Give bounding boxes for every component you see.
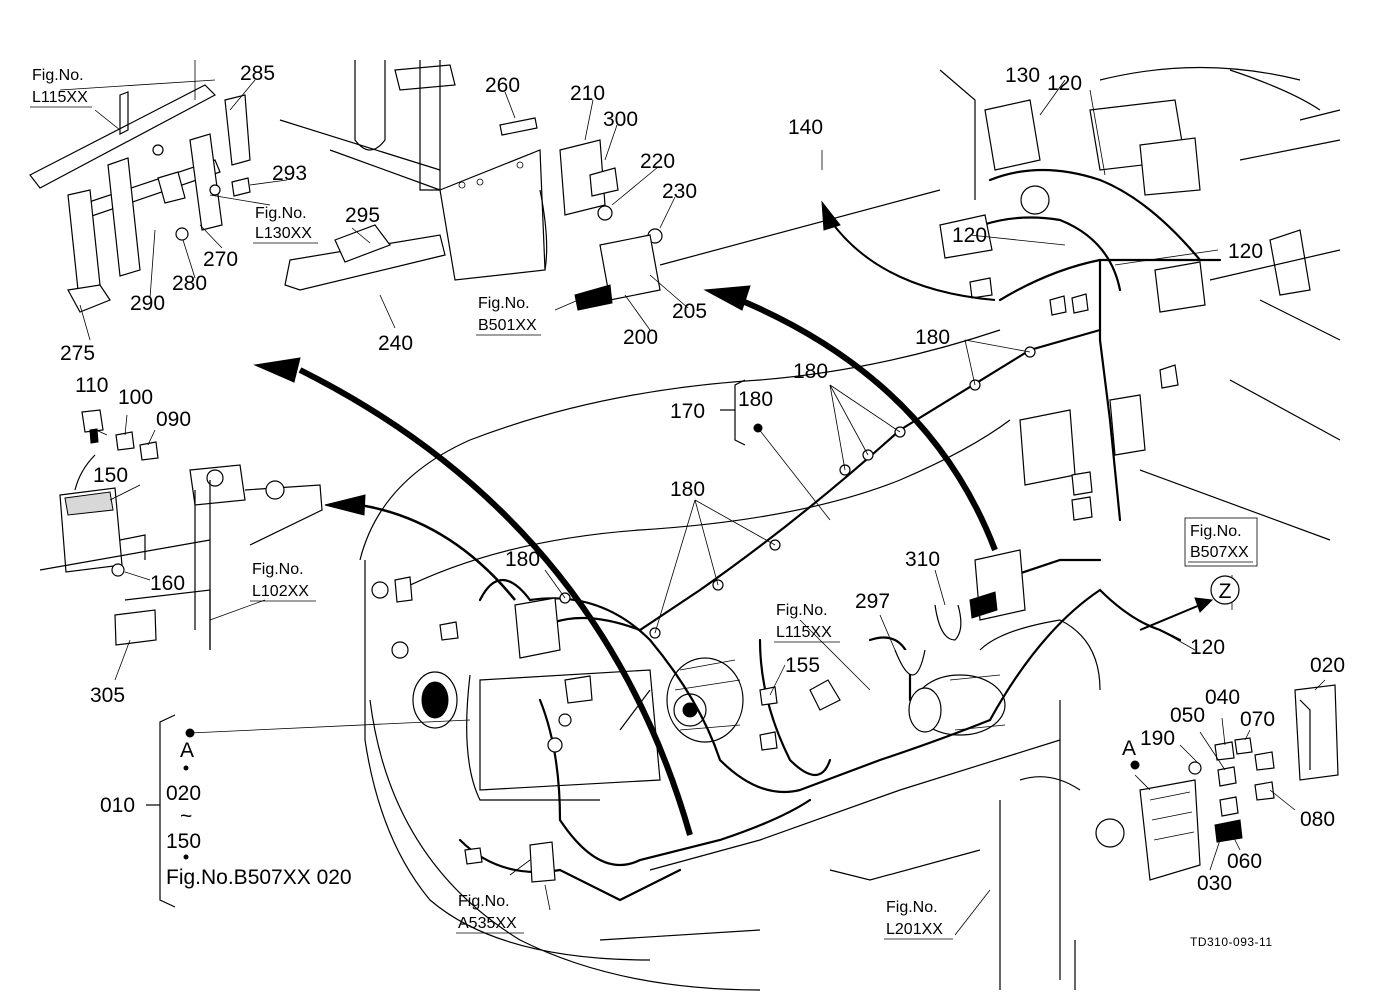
kit-note-line-5: Fig.No.B507XX 020 <box>166 866 352 889</box>
part-label-130: 130 <box>1005 64 1040 87</box>
part-label-040: 040 <box>1205 686 1240 709</box>
part-label-240: 240 <box>378 332 413 355</box>
fig-ref-prefix: Fig.No. <box>776 602 828 619</box>
kit-note-line-2: 020 <box>166 782 201 805</box>
part-label-295: 295 <box>345 204 380 227</box>
fig-ref-code: L115XX <box>32 89 88 106</box>
callout-z: Z <box>1210 575 1240 605</box>
fig-ref-code: L102XX <box>252 583 309 600</box>
callout-a-box: A <box>1122 737 1136 760</box>
figure-references: Fig.No. L115XX Fig.No. L130XX Fig.No. B5… <box>30 67 1258 940</box>
part-label-180-group: 180 <box>738 388 773 411</box>
drawing-code: TD310-093-11 <box>1190 935 1273 949</box>
fig-ref-code: L201XX <box>886 921 943 938</box>
fig-ref-code: L130XX <box>255 225 312 242</box>
part-label-160: 160 <box>150 572 185 595</box>
flow-arrows <box>253 189 1214 836</box>
fig-ref-prefix: Fig.No. <box>886 899 938 916</box>
part-label-300: 300 <box>603 108 638 131</box>
fig-ref-prefix: Fig.No. <box>32 67 84 84</box>
part-label-020: 020 <box>1310 654 1345 677</box>
kit-note-line-4: 150 <box>166 830 201 853</box>
fig-ref-code: B501XX <box>478 317 537 334</box>
part-label-260: 260 <box>485 74 520 97</box>
callout-z-letter: Z <box>1219 580 1232 603</box>
fig-ref-code: A535XX <box>458 915 517 932</box>
main-wire-harness <box>371 328 1182 902</box>
part-label-205: 205 <box>672 300 707 323</box>
part-label-230: 230 <box>662 180 697 203</box>
part-number-labels: 285 260 210 300 220 230 293 295 270 280 … <box>60 62 1345 895</box>
kit-note-line-1: A <box>180 739 194 762</box>
starter-motor <box>908 674 1006 736</box>
part-label-150: 150 <box>93 464 128 487</box>
part-label-290: 290 <box>130 292 165 315</box>
fig-ref-l102xx: Fig.No. L102XX <box>250 561 316 602</box>
part-label-080: 080 <box>1300 808 1335 831</box>
dash-harness-area <box>939 66 1341 541</box>
fig-ref-b507xx: Fig.No. B507XX <box>1184 517 1258 567</box>
part-label-120-right: 120 <box>1228 240 1263 263</box>
part-label-270: 270 <box>203 248 238 271</box>
bracket-assembly-top-left <box>29 60 251 313</box>
part-label-200: 200 <box>623 326 658 349</box>
mounting-plate-assembly <box>279 60 663 311</box>
fig-ref-prefix: Fig.No. <box>252 561 304 578</box>
part-label-060: 060 <box>1227 850 1262 873</box>
part-label-140: 140 <box>788 116 823 139</box>
part-label-190: 190 <box>1140 727 1175 750</box>
fig-ref-prefix: Fig.No. <box>478 295 530 312</box>
part-label-275: 275 <box>60 342 95 365</box>
leader-lines <box>79 79 1326 936</box>
fig-ref-l115xx-top: Fig.No. L115XX <box>30 67 92 108</box>
fig-ref-l130xx: Fig.No. L130XX <box>253 205 318 244</box>
part-label-070: 070 <box>1240 708 1275 731</box>
part-label-100: 100 <box>118 386 153 409</box>
fig-ref-l201xx: Fig.No. L201XX <box>884 899 953 940</box>
fig-ref-code: B507XX <box>1190 544 1249 561</box>
part-label-030: 030 <box>1197 872 1232 895</box>
fig-ref-prefix: Fig.No. <box>458 893 510 910</box>
part-label-280: 280 <box>172 272 207 295</box>
alternator <box>666 657 744 743</box>
part-label-285: 285 <box>240 62 275 85</box>
part-label-170: 170 <box>670 400 705 423</box>
fuse-box-group <box>1095 684 1339 881</box>
fig-ref-prefix: Fig.No. <box>1190 523 1242 540</box>
part-label-120-top: 120 <box>1047 72 1082 95</box>
kit-note: A 020 ~ 150 Fig.No.B507XX 020 <box>166 739 352 889</box>
part-label-110: 110 <box>75 374 108 397</box>
part-label-310: 310 <box>905 548 940 571</box>
part-label-180-mid: 180 <box>793 360 828 383</box>
fig-ref-prefix: Fig.No. <box>255 205 307 222</box>
part-label-180-lower: 180 <box>670 478 705 501</box>
group-bracket-010 <box>146 714 176 908</box>
part-label-120-bottom: 120 <box>1190 636 1225 659</box>
part-label-180-top: 180 <box>915 326 950 349</box>
part-label-305: 305 <box>90 684 125 707</box>
part-label-293: 293 <box>272 162 307 185</box>
part-label-010: 010 <box>100 794 135 817</box>
part-label-120-left: 120 <box>952 224 987 247</box>
relay-group-left <box>39 409 323 650</box>
leader-anchor-dots <box>185 423 1140 770</box>
fig-ref-code: L115XX <box>776 624 832 641</box>
kit-note-line-3: ~ <box>180 805 192 828</box>
part-label-220: 220 <box>640 150 675 173</box>
fig-ref-b501xx: Fig.No. B501XX <box>476 295 541 336</box>
part-label-180-left: 180 <box>505 548 540 571</box>
part-label-155: 155 <box>785 654 820 677</box>
fig-ref-a535xx: Fig.No. A535XX <box>456 893 524 934</box>
part-label-050: 050 <box>1170 704 1205 727</box>
fig-ref-l115xx-mid: Fig.No. L115XX <box>774 602 840 643</box>
part-label-210: 210 <box>570 82 605 105</box>
part-label-090: 090 <box>156 408 191 431</box>
group-bracket-170 <box>720 379 746 446</box>
part-label-297: 297 <box>855 590 890 613</box>
